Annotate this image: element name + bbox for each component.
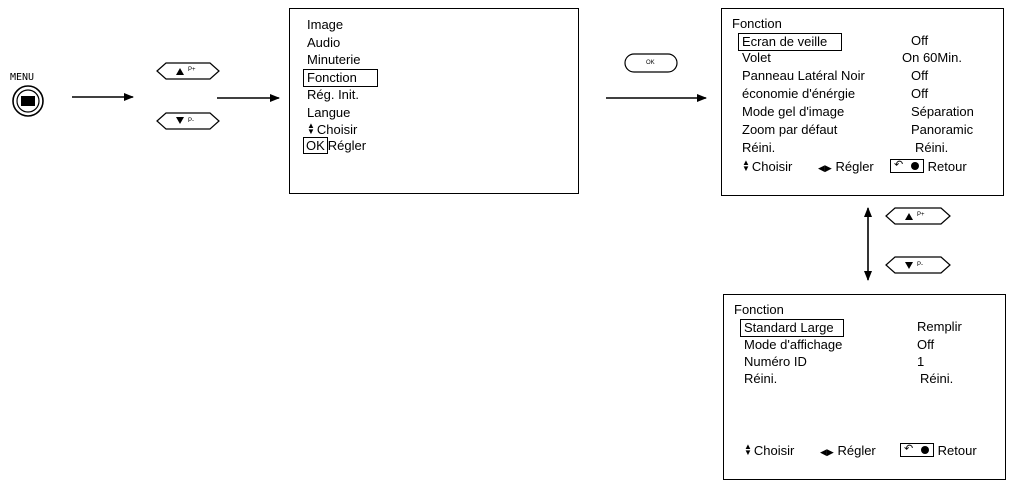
up-down-arrows-icon: ▲▼ (307, 121, 315, 136)
down-button-shape-right (885, 256, 951, 274)
down-button-label[interactable]: P- (917, 262, 923, 268)
hint-return: ↶ Retour (890, 159, 967, 175)
return-key-icon: ↶ (890, 159, 924, 173)
menu-item-fonction-selected[interactable]: Fonction (303, 69, 378, 87)
hint-choose-label: Choisir (753, 443, 795, 458)
up-down-arrows-icon: ▲▼ (744, 442, 752, 457)
row-label-selected[interactable]: Ecran de veille (738, 33, 842, 51)
row-value[interactable]: Off (911, 33, 929, 48)
menu-item-image[interactable]: Image (307, 17, 344, 32)
hint-return-label: Retour (937, 443, 977, 458)
fonction-panel-page2: Fonction Standard Large Remplir Mode d'a… (723, 294, 1006, 480)
ok-button-label[interactable]: OK (646, 60, 655, 66)
hint-adjust-label: Régler (835, 159, 874, 174)
menu-button-icon[interactable] (12, 85, 44, 117)
row-value[interactable]: Off (911, 68, 929, 83)
left-right-arrows-icon: ◀▶ (818, 163, 832, 173)
up-down-arrows-icon: ▲▼ (742, 158, 750, 173)
hint-adjust-label: Régler (837, 443, 876, 458)
row-value[interactable]: Off (917, 337, 935, 352)
hint-choose-label: Choisir (751, 159, 793, 174)
main-menu-panel: Image Audio Minuterie Fonction Rég. Init… (289, 8, 579, 194)
row-value[interactable]: Off (911, 86, 929, 101)
row-label[interactable]: Réini. (744, 371, 778, 386)
left-right-arrows-icon: ◀▶ (820, 447, 834, 457)
menu-item-reg-init[interactable]: Rég. Init. (307, 87, 360, 102)
panel-title: Fonction (732, 16, 782, 31)
up-triangle-icon (905, 213, 913, 220)
row-label[interactable]: Numéro ID (744, 354, 807, 369)
up-triangle-icon (176, 68, 184, 75)
row-label[interactable]: Mode d'affichage (744, 337, 843, 352)
row-value[interactable]: Panoramic (911, 122, 974, 137)
row-label[interactable]: Mode gel d'image (742, 104, 845, 119)
fonction-panel-page1: Fonction Ecran de veille Off Volet On 60… (721, 8, 1004, 196)
down-button-label[interactable]: P- (188, 118, 194, 124)
row-label[interactable]: Zoom par défaut (742, 122, 838, 137)
up-button-label[interactable]: P+ (188, 67, 196, 73)
panel-title: Fonction (734, 302, 784, 317)
hint-ok-label: Régler (327, 138, 367, 153)
hint-choose: ▲▼Choisir (744, 443, 794, 460)
row-label-selected[interactable]: Standard Large (740, 319, 844, 337)
menu-button-label: MENU (10, 72, 35, 83)
hint-adjust: ◀▶ Régler (818, 159, 874, 176)
menu-item-langue[interactable]: Langue (307, 105, 351, 120)
row-value[interactable]: Réini. (920, 371, 954, 386)
return-key-icon: ↶ (900, 443, 934, 457)
hint-choose-label: Choisir (316, 122, 358, 137)
row-label[interactable]: Réini. (742, 140, 776, 155)
row-value[interactable]: Réini. (915, 140, 949, 155)
ok-button-shape (624, 53, 678, 73)
hint-return-label: Retour (927, 159, 967, 174)
ok-key-icon: OK (303, 137, 328, 154)
row-value[interactable]: On 60Min. (902, 50, 962, 65)
up-button-label[interactable]: P+ (917, 212, 925, 218)
row-value[interactable]: 1 (917, 354, 925, 369)
row-label[interactable]: Panneau Latéral Noir (742, 68, 865, 83)
hint-choose: ▲▼Choisir (307, 122, 357, 139)
menu-item-minuterie[interactable]: Minuterie (307, 52, 361, 67)
hint-adjust: ◀▶ Régler (820, 443, 876, 460)
hint-choose: ▲▼Choisir (742, 159, 792, 176)
down-triangle-icon (176, 117, 184, 124)
up-button-shape-left (156, 62, 220, 80)
row-value[interactable]: Remplir (917, 319, 962, 334)
down-button-shape-left (156, 112, 220, 130)
hint-return: ↶ Retour (900, 443, 977, 459)
down-triangle-icon (905, 262, 913, 269)
menu-item-audio[interactable]: Audio (307, 35, 341, 50)
row-value[interactable]: Séparation (911, 104, 974, 119)
row-label[interactable]: Volet (742, 50, 771, 65)
up-button-shape-right (885, 207, 951, 225)
row-label[interactable]: économie d'énérgie (742, 86, 856, 101)
